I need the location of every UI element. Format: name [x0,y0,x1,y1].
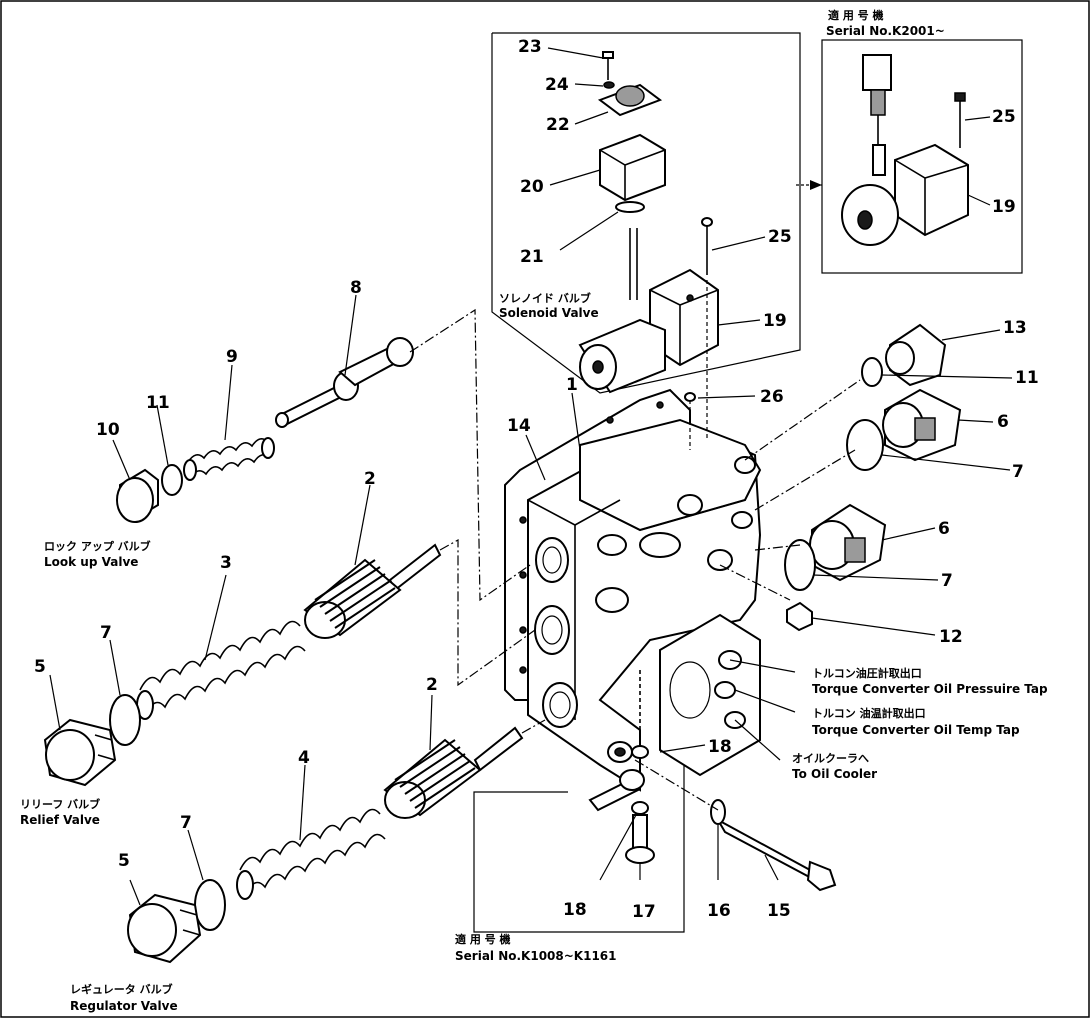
lockup-en-label: Look up Valve [44,555,138,569]
tc-temp-en-label: Torque Converter Oil Temp Tap [812,723,1020,737]
callout-9: 9 [226,347,238,367]
tc-pressure-jp-label: トルコン油圧計取出口 [812,666,922,680]
callout-7-regulator: 7 [180,813,192,833]
relief-en-label: Relief Valve [20,813,100,827]
tc-temp-jp-label: トルコン 油温計取出口 [812,706,926,720]
solenoid-jp-label: ソレノイド バルブ [499,291,591,305]
callout-5-relief: 5 [34,657,46,677]
solenoid-inset-box [491,32,801,394]
serial-k2001-en-label: Serial No.K2001~ [826,24,945,38]
solenoid-valve-parts [578,51,719,394]
inset-arrow [810,180,822,190]
callout-5-regulator: 5 [118,851,130,871]
callout-7-lower-right: 7 [941,571,953,591]
callout-7-relief: 7 [100,623,112,643]
lockup-valve-parts [116,337,414,523]
callout-11: 11 [146,393,170,413]
callout-3: 3 [220,553,232,573]
callout-18-right: 18 [708,737,732,757]
callout-2-upper: 2 [364,469,376,489]
solenoid-en-label: Solenoid Valve [499,306,599,320]
text-labels: 適 用 号 機 Serial No.K2001~ ソレノイド バルブ Solen… [20,8,1048,1013]
tc-pressure-en-label: Torque Converter Oil Pressuire Tap [812,682,1048,696]
callout-13: 13 [1003,318,1027,338]
leader-lines [49,47,1013,906]
callout-4: 4 [298,748,310,768]
callout-24: 24 [545,75,569,95]
callout-26: 26 [760,387,784,407]
callout-25: 25 [768,227,792,247]
serial-k2001-jp-label: 適 用 号 機 [828,8,884,22]
callout-14: 14 [507,416,531,436]
callout-1: 1 [566,375,578,395]
callout-6-lower: 6 [938,519,950,539]
valve-body [504,388,762,792]
callout-2-lower: 2 [426,675,438,695]
callout-19: 19 [763,311,787,331]
callout-7-upper-right: 7 [1012,462,1024,482]
callout-18-lower: 18 [563,900,587,920]
cooler-jp-label: オイルクーラへ [792,752,869,765]
regulator-jp-label: レギュレータ バルブ [70,982,173,996]
lockup-jp-label: ロック アップ バルブ [44,539,151,553]
serial-k1008-inset-box [473,760,685,933]
serial-k1008-jp-label: 適 用 号 機 [455,932,511,946]
callout-21: 21 [520,247,544,267]
callout-numbers: 23 24 22 20 21 25 19 25 19 8 9 11 10 13 … [34,37,1039,922]
callout-23: 23 [518,37,542,57]
serial-k1008-en-label: Serial No.K1008~K1161 [455,949,617,963]
callout-17: 17 [632,902,656,922]
spring-9 [183,437,275,481]
callout-20: 20 [520,177,544,197]
callout-22: 22 [546,115,570,135]
regulator-valve-parts [127,726,524,964]
solenoid-k2001-parts [841,54,969,246]
regulator-en-label: Regulator Valve [70,999,178,1013]
callout-10: 10 [96,420,120,440]
callout-25-k2001: 25 [992,107,1016,127]
serial-k2001-inset-box [821,39,1023,274]
right-side-parts [588,323,962,892]
callout-12: 12 [939,627,963,647]
relief-valve-parts [43,543,442,787]
callout-15: 15 [767,901,791,921]
callout-11-right: 11 [1015,368,1039,388]
callout-6-upper: 6 [997,412,1009,432]
callout-16: 16 [707,901,731,921]
relief-jp-label: リリーフ バルブ [20,797,100,811]
callout-19-k2001: 19 [992,197,1016,217]
callout-8: 8 [350,278,362,298]
cooler-en-label: To Oil Cooler [792,767,877,781]
